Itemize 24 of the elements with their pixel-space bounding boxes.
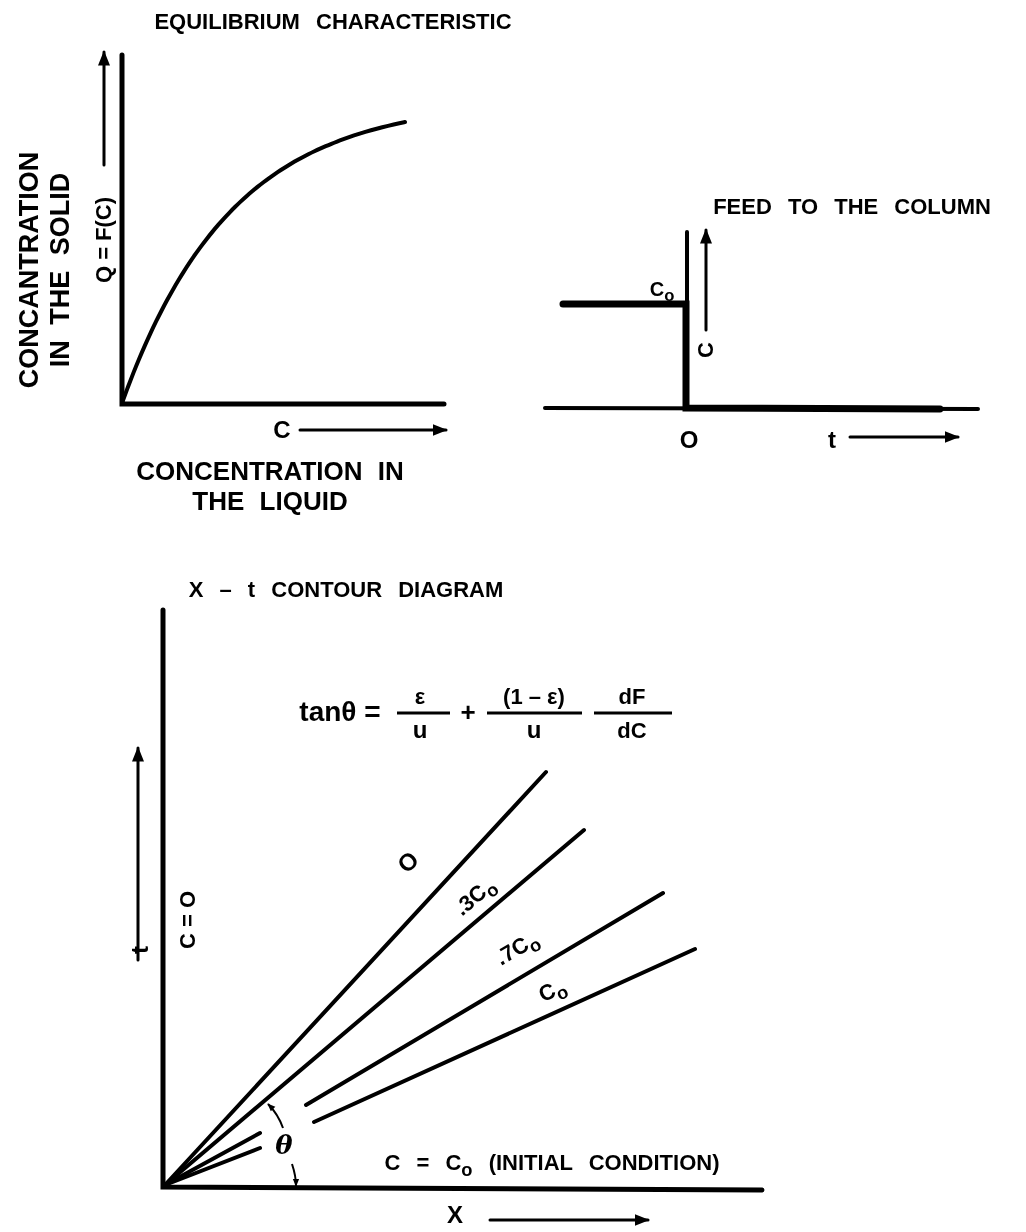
contour-label: O [391, 845, 425, 879]
chart-title: EQUILIBRIUM CHARACTERISTIC [154, 9, 512, 35]
equation-text: ε [414, 684, 426, 710]
tick-label: O [679, 426, 699, 454]
boundary-label: C = O [175, 890, 201, 950]
equation-text: + [460, 698, 476, 728]
equation-text: dF [618, 684, 646, 710]
axis-label: C [273, 416, 291, 444]
axis-label: Q = F(C) [91, 196, 117, 284]
chart-title: FEED TO THE COLUMN [713, 194, 991, 220]
value-label: C$_{o}$ [649, 278, 675, 306]
equation-text: u [526, 716, 542, 744]
equation-text: u [412, 716, 428, 744]
equation-text: dC [617, 718, 647, 744]
angle-label: θ [275, 1131, 293, 1161]
axis-label: X [447, 1201, 463, 1229]
boundary-label: C = C$_{o}$ (INITIAL CONDITION) [384, 1150, 720, 1180]
axis-label: C [693, 342, 719, 358]
axis-label: t [828, 426, 836, 454]
axis-title: CONCENTRATION IN THE LIQUID [135, 457, 405, 517]
equation-text: tanθ = [299, 695, 381, 729]
chart-title: X – t CONTOUR DIAGRAM [188, 577, 504, 603]
axis-title: CONCANTRATION IN THE SOLID [13, 150, 76, 391]
equation-text: (1 – ε) [503, 684, 565, 710]
